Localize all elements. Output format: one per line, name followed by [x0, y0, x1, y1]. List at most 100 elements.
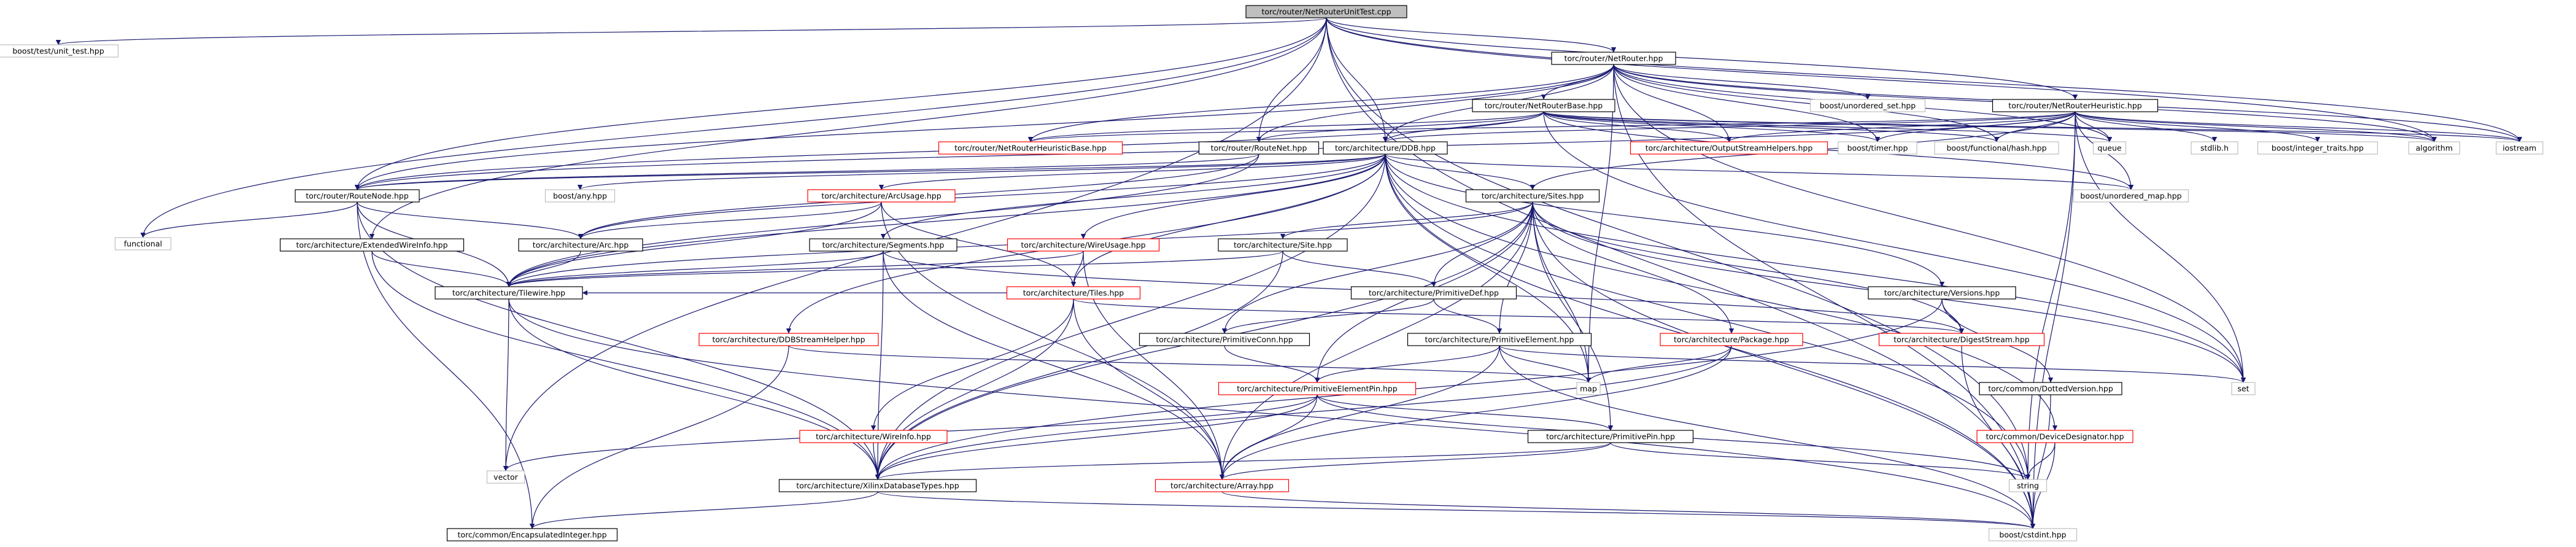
node-primitiveelement[interactable]: torc/architecture/PrimitiveElement.hpp — [1407, 333, 1592, 346]
edge-line — [875, 394, 1318, 480]
node-unit-test[interactable]: boost/test/unit_test.hpp — [0, 44, 119, 58]
node-timer[interactable]: boost/timer.hpp — [1838, 141, 1917, 155]
node-sites[interactable]: torc/architecture/Sites.hpp — [1465, 189, 1600, 203]
node-versions[interactable]: torc/architecture/Versions.hpp — [1868, 286, 2016, 300]
node-routenode[interactable]: torc/router/RouteNode.hpp — [295, 189, 420, 203]
node-root[interactable]: torc/router/NetRouterUnitTest.cpp — [1245, 5, 1407, 18]
node-box — [2008, 479, 2048, 492]
edge-line — [1543, 111, 2246, 383]
node-digeststream[interactable]: torc/architecture/DigestStream.hpp — [1878, 333, 2045, 346]
edge-line — [503, 298, 509, 471]
node-vector[interactable]: vector — [486, 470, 525, 484]
node-box — [1323, 141, 1448, 155]
edge-root-to-algorithm — [1326, 17, 2437, 142]
edge-ExtendedWireInfo-to-Tilewire — [371, 250, 512, 287]
node-primitivepin[interactable]: torc/architecture/PrimitivePin.hpp — [1527, 430, 1694, 443]
node-netrouterbase[interactable]: torc/router/NetRouterBase.hpp — [1472, 99, 1615, 112]
edge-Versions-to-DigestStream — [1941, 298, 1965, 334]
node-box — [1139, 333, 1310, 346]
edge-line — [875, 153, 1386, 480]
node-label: functional — [124, 239, 162, 249]
edge-line — [1083, 250, 1225, 480]
edge-DDBStreamHelper-to-map — [788, 345, 1591, 383]
node-label: torc/common/DeviceDesignator.hpp — [1986, 432, 2124, 441]
edge-line — [1383, 111, 2076, 142]
node-label: boost/timer.hpp — [1847, 144, 1908, 153]
edge-line — [1532, 201, 1592, 383]
node-ddb[interactable]: torc/architecture/DDB.hpp — [1323, 141, 1448, 155]
edge-PrimitiveElementPin-to-XilinxDatabaseTypes — [875, 394, 1318, 480]
node-unordered-map[interactable]: boost/unordered_map.hpp — [2073, 189, 2189, 203]
edge-line — [355, 153, 1386, 190]
node-array[interactable]: torc/architecture/Array.hpp — [1155, 479, 1290, 492]
node-netrouter[interactable]: torc/router/NetRouter.hpp — [1551, 52, 1676, 65]
node-functional[interactable]: functional — [114, 237, 172, 250]
node-segments[interactable]: torc/architecture/Segments.hpp — [809, 238, 957, 252]
edge-PrimitiveDef-to-PrimitiveConn — [1221, 298, 1434, 334]
node-algorithm[interactable]: algorithm — [2408, 141, 2461, 155]
edge-line — [1224, 345, 1320, 383]
node-outputstreamhelpers[interactable]: torc/architecture/OutputStreamHelpers.hp… — [1630, 141, 1828, 155]
node-ddbstreamhelper[interactable]: torc/architecture/DDBStreamHelper.hpp — [698, 333, 879, 346]
node-tiles[interactable]: torc/architecture/Tiles.hpp — [1006, 286, 1141, 300]
node-encapsulatedinteger[interactable]: torc/common/EncapsulatedInteger.hpp — [446, 528, 618, 541]
node-primitiveconn[interactable]: torc/architecture/PrimitiveConn.hpp — [1139, 333, 1310, 346]
edge-NetRouterHeuristic-to-NetRouterHeuristicBase — [1028, 111, 2076, 142]
edge-line — [788, 345, 1591, 383]
node-netrouterheuristic[interactable]: torc/router/NetRouterHeuristic.hpp — [1992, 99, 2159, 112]
node-site[interactable]: torc/architecture/Site.hpp — [1218, 238, 1348, 252]
node-functional-hash[interactable]: boost/functional/hash.hpp — [1934, 141, 2059, 155]
node-wireinfo[interactable]: torc/architecture/WireInfo.hpp — [799, 430, 948, 443]
edge-line — [506, 250, 581, 287]
edge-line — [2075, 111, 2522, 142]
node-queue[interactable]: queue — [2092, 141, 2127, 155]
edge-Sites-to-DigestStream — [1532, 201, 1965, 334]
node-primitiveelementpin[interactable]: torc/architecture/PrimitiveElementPin.hp… — [1218, 382, 1417, 395]
edges-layer — [56, 17, 2523, 529]
edge-PrimitiveElement-to-PrimitiveElementPin — [1314, 345, 1500, 383]
node-wireusage[interactable]: torc/architecture/WireUsage.hpp — [1007, 238, 1160, 252]
node-devicedesignator[interactable]: torc/common/DeviceDesignator.hpp — [1976, 430, 2133, 443]
node-primitivedef[interactable]: torc/architecture/PrimitiveDef.hpp — [1350, 286, 1517, 300]
edge-line — [1219, 394, 1318, 480]
node-label: torc/architecture/Sites.hpp — [1482, 192, 1584, 201]
edge-line — [1326, 17, 1617, 53]
node-box — [1988, 528, 2078, 541]
node-dottedversion[interactable]: torc/common/DottedVersion.hpp — [1979, 382, 2122, 395]
edge-NetRouterHeuristic-to-iostream — [2075, 111, 2522, 142]
edge-ArcUsage-to-Arc — [578, 201, 882, 239]
node-box — [544, 189, 616, 203]
edge-line — [2025, 111, 2076, 480]
edge-DDB-to-set — [1385, 153, 2246, 383]
edge-line — [2075, 111, 2246, 383]
node-map[interactable]: map — [1576, 382, 1601, 395]
edge-Sites-to-PrimitivePin — [1532, 201, 1614, 431]
node-stdlib[interactable]: stdlib.h — [2191, 141, 2238, 155]
edge-line — [875, 442, 1611, 480]
node-label: boost/any.hpp — [553, 192, 607, 201]
node-extendedwireinfo[interactable]: torc/architecture/ExtendedWireInfo.hpp — [279, 238, 465, 252]
edge-Site-to-PrimitiveDef — [1282, 250, 1437, 287]
node-arcusage[interactable]: torc/architecture/ArcUsage.hpp — [807, 189, 956, 203]
edge-line — [1541, 64, 1614, 100]
node-routenet[interactable]: torc/router/RouteNet.hpp — [1198, 141, 1320, 155]
node-netrouterheuristicbase[interactable]: torc/router/NetRouterHeuristicBase.hpp — [938, 141, 1123, 155]
node-tilewire[interactable]: torc/architecture/Tilewire.hpp — [435, 286, 583, 300]
node-cstdint[interactable]: boost/cstdint.hpp — [1988, 528, 2078, 541]
edge-line — [357, 201, 584, 239]
node-set[interactable]: set — [2231, 382, 2256, 395]
node-iostream[interactable]: iostream — [2496, 141, 2543, 155]
node-xilinxdatabasetypes[interactable]: torc/architecture/XilinxDatabaseTypes.hp… — [778, 479, 977, 492]
node-arc[interactable]: torc/architecture/Arc.hpp — [518, 238, 643, 252]
node-label: torc/architecture/ArcUsage.hpp — [821, 192, 941, 201]
node-unordered-set[interactable]: boost/unordered_set.hpp — [1809, 99, 1926, 112]
edge-root-to-NetRouterHeuristic — [1326, 17, 2078, 100]
node-string[interactable]: string — [2008, 479, 2048, 492]
node-any[interactable]: boost/any.hpp — [544, 189, 616, 203]
node-package[interactable]: torc/architecture/Package.hpp — [1660, 333, 1803, 346]
node-label: boost/integer_traits.hpp — [2272, 144, 2364, 153]
node-integer-traits[interactable]: boost/integer_traits.hpp — [2257, 141, 2378, 155]
node-label: torc/architecture/PrimitiveElementPin.hp… — [1237, 384, 1398, 394]
node-label: iostream — [2503, 144, 2537, 153]
